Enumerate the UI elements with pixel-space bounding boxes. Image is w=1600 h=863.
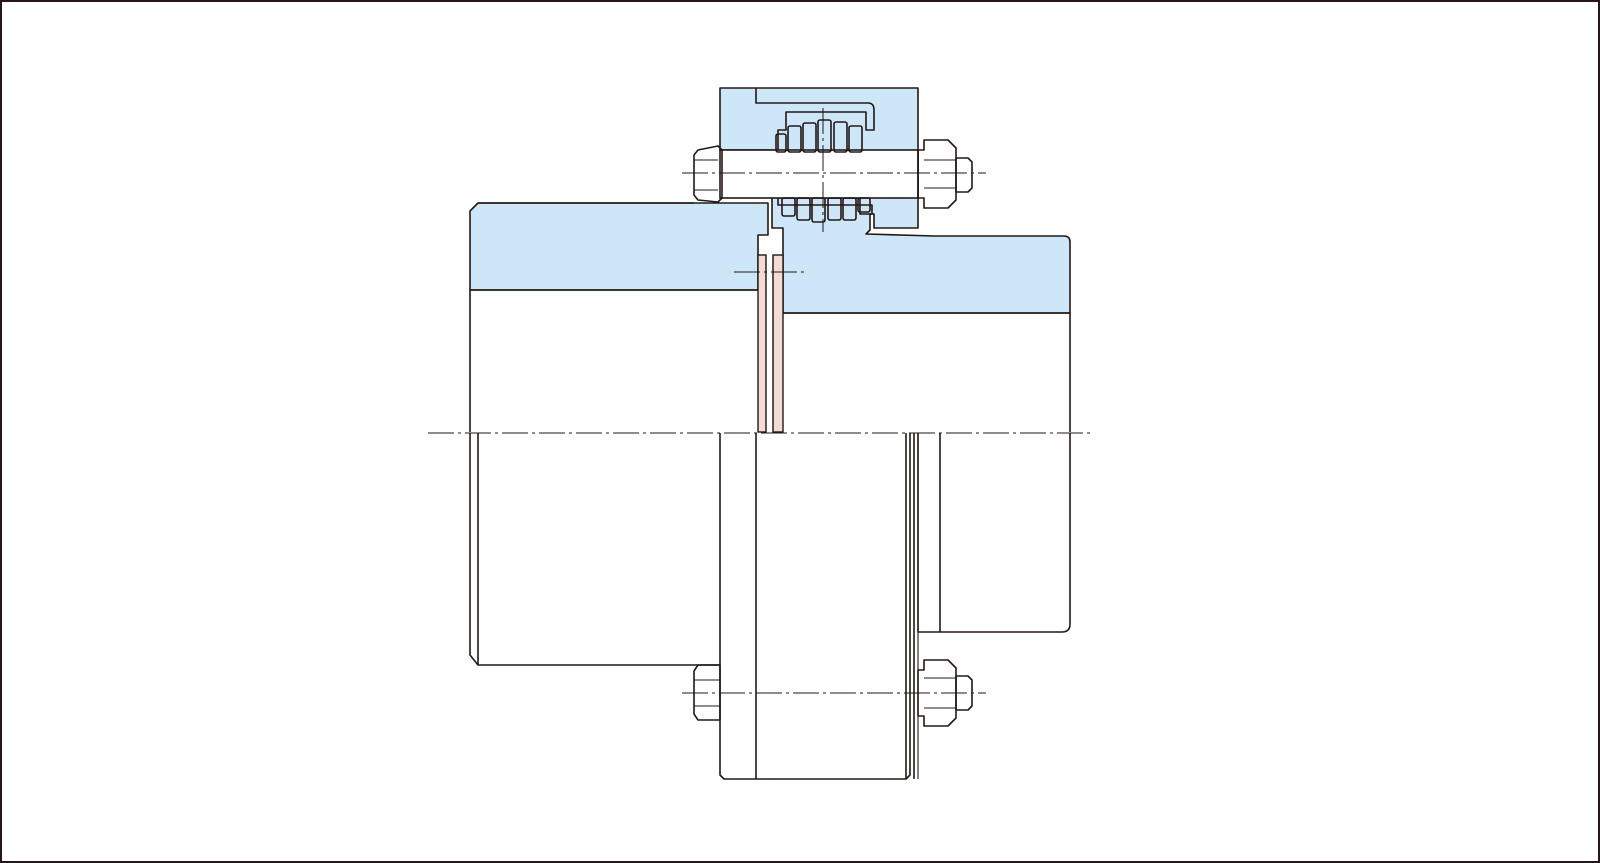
left-hub-bore — [469, 289, 758, 432]
right-hub-bore — [783, 312, 1071, 432]
bolt-shank-top — [719, 149, 919, 199]
flange-exterior — [719, 433, 911, 780]
spring-pack-top — [775, 119, 863, 153]
spring-pack-bottom — [781, 197, 871, 223]
left-hub-exterior — [469, 433, 720, 666]
left-hub-section — [469, 202, 769, 291]
right-hub-exterior — [917, 433, 1071, 633]
nut-right-bottom — [917, 659, 957, 727]
bolt-head-left-top — [693, 145, 723, 203]
nut-right-top — [917, 139, 957, 209]
bolt-head-left-bottom — [693, 664, 721, 721]
disc-pack — [757, 254, 784, 433]
